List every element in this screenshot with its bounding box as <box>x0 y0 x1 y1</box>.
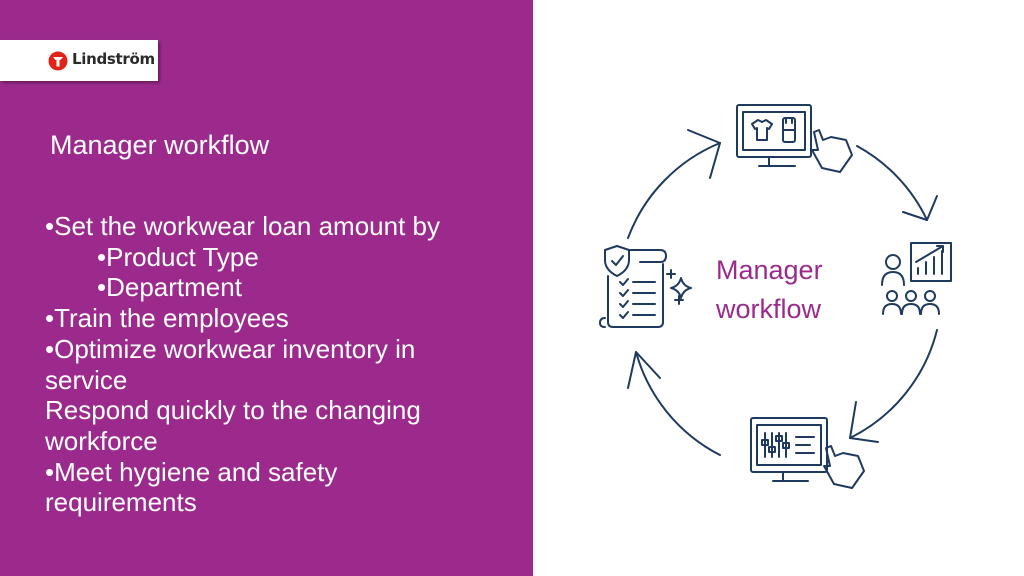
bullet-item: •Set the workwear loan amount by <box>45 211 440 241</box>
presentation-team-icon <box>881 242 952 315</box>
center-label-line2: workflow <box>716 294 822 324</box>
diagram-center-label: Manager workflow <box>716 251 823 329</box>
bullet-item: •Train the employees <box>45 303 289 334</box>
sub-bullet-item: •Department <box>97 272 242 303</box>
bullet-item: •Optimize workwear inventory in <box>45 333 416 364</box>
cycle-arrow-bottom-left <box>627 351 721 456</box>
bullet-continuation: requirements <box>45 487 197 518</box>
monitor-settings-touch-icon <box>750 417 865 489</box>
bullet-continuation: service <box>45 364 128 395</box>
left-panel: Lindström Manager workflow •Set the work… <box>0 0 533 576</box>
bullet-item: Respond quickly to the changing <box>45 395 421 426</box>
cycle-arrow-top-left <box>627 129 721 239</box>
bullet-item: •Meet hygiene and safety <box>45 456 338 487</box>
bullet-list: •Set the workwear loan amount by •Produc… <box>45 211 515 518</box>
bullet-continuation: workforce <box>45 425 158 456</box>
workflow-cycle-diagram <box>599 104 952 489</box>
sub-bullet-item: •Product Type <box>97 241 259 272</box>
logo: Lindström <box>0 40 158 81</box>
lindstrom-logo-icon <box>48 51 68 71</box>
page-title: Manager workflow <box>50 130 270 160</box>
document-checklist-shield-icon <box>599 245 692 328</box>
cycle-arrow-top-right <box>856 145 938 221</box>
logo-text: Lindström <box>72 50 155 68</box>
monitor-workwear-touch-icon <box>736 104 853 173</box>
center-label-line1: Manager <box>716 255 823 285</box>
cycle-arrow-bottom-right <box>849 329 938 443</box>
